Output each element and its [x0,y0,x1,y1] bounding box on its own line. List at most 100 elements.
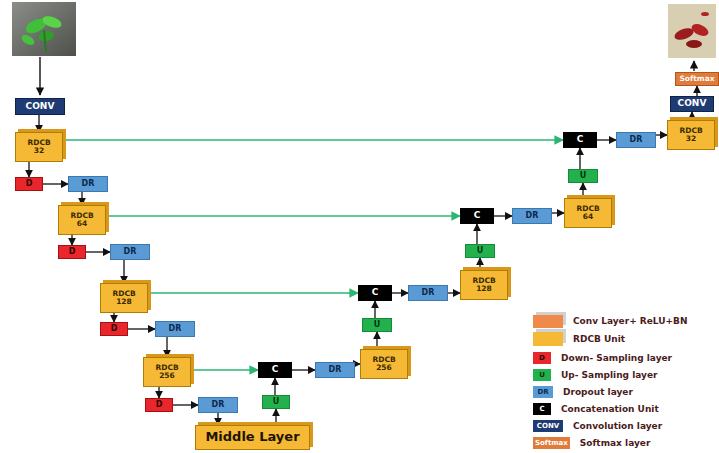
leaf [41,14,63,30]
legend-row: RDCB Unit [533,332,625,346]
downsample-box: D [58,245,86,259]
leaf-mask [690,22,711,39]
downsample-box: D [100,322,128,336]
flow-arrow [479,258,480,270]
legend-row: U Up- Sampling layer [533,368,657,382]
flow-arrow [656,134,667,135]
flow-arrow [292,369,315,370]
node-label: D [156,401,163,410]
node-label: RDCB 32 [679,127,702,144]
legend-text: Down- Sampling layer [561,353,672,363]
node-label: C [577,135,584,145]
flow-arrow [597,139,616,140]
legend-row: D Down- Sampling layer [533,351,672,365]
swatch-label: DR [537,389,548,396]
leaf-mask [701,12,709,16]
dropout-box: DR [155,321,195,337]
node-label: D [26,180,33,189]
dropout-box: DR [68,176,108,192]
flow-arrow [552,212,564,213]
flow-arrow [476,224,477,244]
leaf [20,33,36,47]
legend-text: RDCB Unit [573,334,625,344]
dropout-box: DR [110,244,150,260]
upsample-box: U [262,395,290,409]
node-label: DR [124,248,137,257]
flow-arrow [113,313,114,322]
concat-box: C [460,208,494,224]
dropout-box: DR [315,362,355,378]
node-label: RDCB 32 [27,139,50,156]
flow-arrow [217,413,218,425]
legend-swatch: CONV [533,420,563,432]
flow-arrow [71,235,72,245]
rdcb-cube: RDCB 64 [58,205,106,235]
flow-arrow [123,260,124,283]
output-arrow [693,61,694,71]
node-label: RDCB 128 [472,277,495,294]
skip-connection [148,292,358,294]
legend-swatch: D [533,352,551,364]
stem [44,30,46,52]
flow-arrow [38,115,39,132]
flow-arrow [274,378,275,395]
upsample-box: U [568,169,598,183]
conv-box: CONV [15,98,65,115]
node-label: C [272,365,279,375]
node-label: DR [422,289,435,298]
node-label: DR [329,366,342,375]
node-label: RDCB 64 [576,205,599,222]
dropout-box: DR [512,208,552,224]
node-label: U [374,321,381,330]
leaf-mask [686,40,702,48]
legend-row: Softmax Softmax layer [533,436,650,450]
input-arrow [39,57,40,95]
legend-row: DRDropout layer [533,385,633,399]
node-label: CONV [678,99,707,109]
flow-arrow [494,215,512,216]
legend-text: Convolution layer [573,421,662,431]
conv-box: CONV [670,96,714,112]
legend-swatch: U [533,369,551,381]
legend-swatch: Softmax [533,437,570,449]
flow-arrow [158,387,159,398]
node-label: CONV [26,102,55,112]
legend-swatch: DR [533,386,553,398]
dropout-box: DR [408,285,448,301]
swatch-label: CONV [537,423,559,430]
flow-arrow [376,332,377,349]
rdcb-cube: RDCB 32 [667,120,715,150]
skip-connection [191,369,258,371]
dropout-box: DR [198,397,238,413]
flow-arrow [448,292,460,293]
rdcb-cube: RDCB 256 [143,357,191,387]
flow-arrow [579,148,580,169]
legend-text: Conv Layer+ ReLU+BN [573,316,688,326]
upsample-box: U [362,318,392,332]
rdcb-cube: RDCB 256 [360,349,408,379]
legend-row: CONV Convolution layer [533,419,662,433]
node-label: U [273,398,280,407]
leaf [37,30,54,43]
node-label: U [477,247,484,256]
flow-arrow [128,328,155,329]
node-label: DR [169,325,182,334]
node-label: U [580,172,587,181]
legend-swatch [533,332,563,346]
legend-text: Softmax layer [580,438,651,448]
flow-arrow [374,301,375,318]
flow-arrow [166,337,167,357]
dropout-box: DR [616,132,656,148]
node-label: RDCB 256 [372,356,395,373]
output-ground [668,4,716,58]
concat-box: C [563,132,597,148]
node-label: DR [526,212,539,221]
legend-text: Up- Sampling layer [561,370,657,380]
swatch-label: D [539,355,545,362]
swatch-label: U [539,372,545,379]
node-label: RDCB 256 [155,364,178,381]
upsample-box: U [465,244,495,258]
node-label: DR [212,401,225,410]
